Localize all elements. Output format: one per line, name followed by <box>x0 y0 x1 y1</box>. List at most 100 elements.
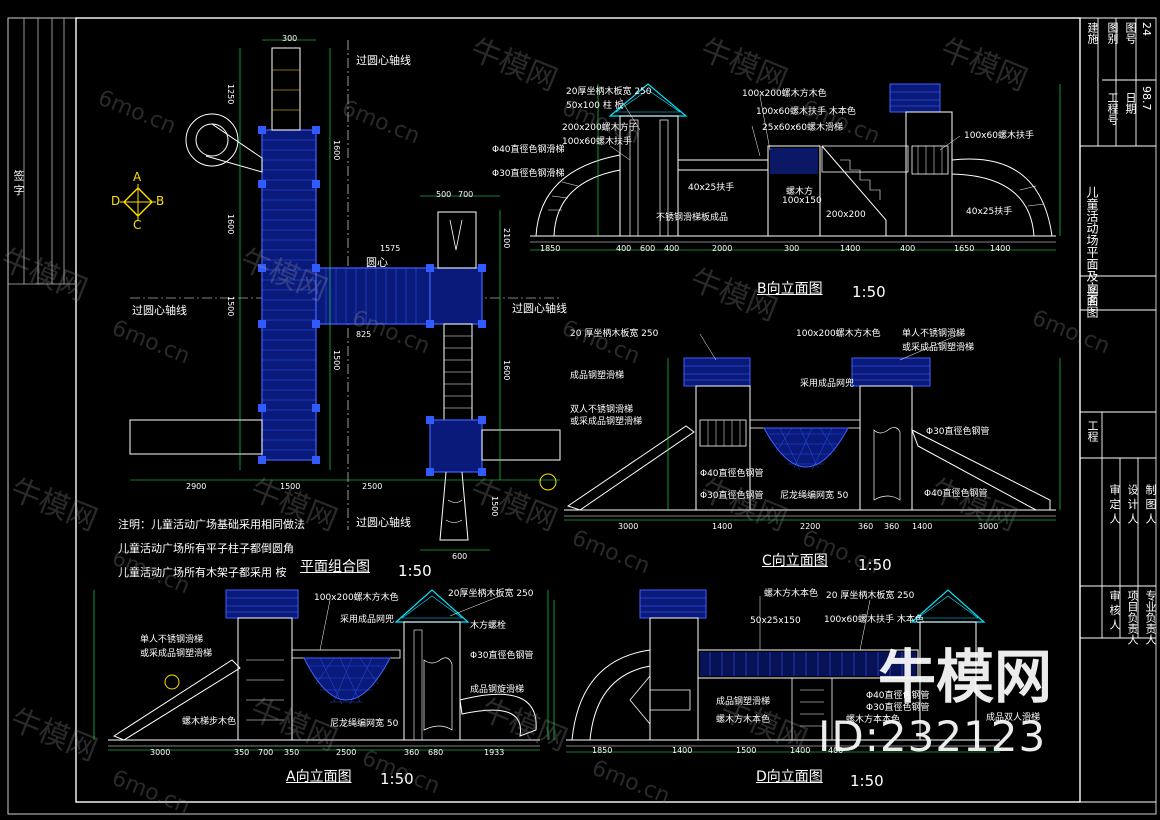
d-note-7: 成品钢塑滑梯 <box>716 697 771 707</box>
b-dim-4: 400 <box>664 244 680 253</box>
plan-dim-5: 1600 <box>332 140 341 161</box>
left-signature-strip <box>8 18 76 285</box>
d-view-title: D向立面图 <box>756 769 823 785</box>
b-note-11: 40x25扶手 <box>688 183 735 193</box>
c-note-10b: Φ40直徑色钢管 <box>924 489 988 499</box>
c-note-4: 或采成品钢塑滑梯 <box>902 343 975 353</box>
b-dim-7: 1400 <box>840 244 861 253</box>
plan-dim-14: 1500 <box>490 496 499 517</box>
c-note-5: 成品钢塑滑梯 <box>570 371 625 381</box>
brand-logo-text: 牛模网 <box>878 643 1053 711</box>
plan-right-tower <box>429 267 483 325</box>
c-dim-1: 3000 <box>618 522 639 531</box>
d-view-scale: 1:50 <box>850 772 884 790</box>
b-dim-9: 1650 <box>954 244 975 253</box>
titleblock-r13: 审 核 人 <box>1108 590 1121 630</box>
a-note-4: 或采成品钢塑滑梯 <box>140 649 213 659</box>
plan-axis-label-top: 过圆心轴线 <box>356 54 411 67</box>
plan-view-title: 平面组合图 <box>300 559 370 575</box>
note-3: 儿童活动广场所有木架子都采用 桉 <box>118 566 287 579</box>
titleblock-r2: 24 <box>1140 22 1153 36</box>
plan-posts <box>258 126 486 476</box>
plan-dim-10: 1575 <box>380 244 401 253</box>
b-note-4: 100x60螺木扶手 <box>562 137 632 147</box>
b-note-6: Φ30直徑色钢滑梯 <box>492 169 565 179</box>
plan-dim-16: 700 <box>458 190 474 199</box>
note-1: 注明：儿童活动广场基础采用相同做法 <box>118 518 305 531</box>
titleblock-r3: 图别 <box>1106 22 1119 44</box>
titleblock-r11: 设 计 人 <box>1126 484 1139 524</box>
plan-dim-12: 2100 <box>502 228 511 249</box>
d-note-1: 20 厚坐柄木板宽 250 <box>826 591 915 601</box>
titleblock-r15: 专业负责人 <box>1144 590 1157 645</box>
a-note-9: 尼龙绳编网宽 50 <box>330 719 399 729</box>
b-dim-2: 400 <box>616 244 632 253</box>
compass-rose <box>120 184 156 220</box>
plan-dimension-lines <box>130 39 560 551</box>
c-note-1: 20 厚坐柄木板宽 250 <box>570 329 659 339</box>
plan-lower-tower <box>429 419 483 473</box>
brand-id: ID:232123 <box>818 712 1047 761</box>
d-dim-4: 1400 <box>790 746 811 755</box>
a-dim-1: 3000 <box>150 748 171 757</box>
b-note-1: 20厚坐柄木板宽 250 <box>566 87 652 97</box>
annotation-leaders <box>319 95 961 651</box>
plan-dim-7: 2900 <box>186 482 207 491</box>
compass-d: D <box>111 194 121 208</box>
a-view-scale: 1:50 <box>380 770 414 788</box>
c-view-title: C向立面图 <box>762 553 828 569</box>
plan-axis-label-right: 过圆心轴线 <box>512 302 567 315</box>
b-note-2: 50x100 柱 板 <box>566 101 624 111</box>
d-note-3: 100x60螺木扶手 木本色 <box>824 615 924 625</box>
a-dim-8: 1933 <box>484 748 505 757</box>
plan-dim-8: 1500 <box>280 482 301 491</box>
c-dim-4: 360 <box>858 522 874 531</box>
a-dim-7: 680 <box>428 748 444 757</box>
b-dim-8: 400 <box>900 244 916 253</box>
compass-a: A <box>133 170 142 184</box>
compass-b: B <box>156 194 165 208</box>
plan-lower-slide-down <box>439 471 469 541</box>
a-view-title: A向立面图 <box>286 769 352 785</box>
titleblock-r7: 98.7 <box>1140 86 1153 111</box>
plan-left-slide <box>129 419 263 455</box>
c-dim-5: 360 <box>884 522 900 531</box>
b-view-title: B向立面图 <box>757 281 823 297</box>
plan-deck-planks <box>262 139 316 451</box>
plan-dim-4: 1500 <box>226 296 235 317</box>
title-block-grid <box>1080 17 1156 803</box>
plan-top-stair <box>271 47 301 131</box>
titleblock-drawing-name: 儿童活动场平面及立面图 <box>1085 186 1099 318</box>
plan-dim-3: 1600 <box>226 214 235 235</box>
b-note-9: 25x60x60螺木滑梯 <box>762 123 844 133</box>
c-note-7: 双人不锈钢滑梯 <box>570 405 634 415</box>
titleblock-r14: 项目负责人 <box>1126 590 1139 645</box>
titleblock-r5: 工程号 <box>1106 92 1119 125</box>
b-note-12: 不锈钢滑梯板成品 <box>656 213 729 223</box>
a-dim-3: 700 <box>258 748 274 757</box>
b-note-15: 200x200 <box>826 210 866 220</box>
a-note-5: 采用成品网兜 <box>340 615 395 625</box>
b-note-8: 100x60螺木扶手 木本色 <box>756 107 856 117</box>
plan-axis-label-left: 过圆心轴线 <box>132 304 187 317</box>
c-dim-2: 1400 <box>712 522 733 531</box>
a-note-10: 螺木梯步木色 <box>182 717 237 727</box>
b-note-14: 100x150 <box>782 196 822 206</box>
plan-axis-lines <box>130 40 560 530</box>
plan-dim-13: 1600 <box>502 360 511 381</box>
b-dim-6: 300 <box>784 244 800 253</box>
c-note-8: 或采成品钢塑滑梯 <box>570 417 643 427</box>
d-elevation <box>553 589 1000 753</box>
a-elevation <box>93 589 549 751</box>
b-view-scale: 1:50 <box>852 283 886 301</box>
a-dim-2: 350 <box>234 748 250 757</box>
a-dim-6: 360 <box>404 748 420 757</box>
a-note-1: 20厚坐柄木板宽 250 <box>448 589 534 599</box>
plan-axis-label-bottom: 过圆心轴线 <box>356 516 411 529</box>
d-note-4: 50x25x150 <box>750 616 801 626</box>
d-note-8: 螺木方木本色 <box>716 715 771 725</box>
plan-dim-11: 825 <box>356 330 372 339</box>
titleblock-r1: 建施 <box>1086 22 1099 44</box>
b-note-3: 200x200螺木方子 <box>562 123 638 133</box>
plan-dim-9: 2500 <box>362 482 383 491</box>
